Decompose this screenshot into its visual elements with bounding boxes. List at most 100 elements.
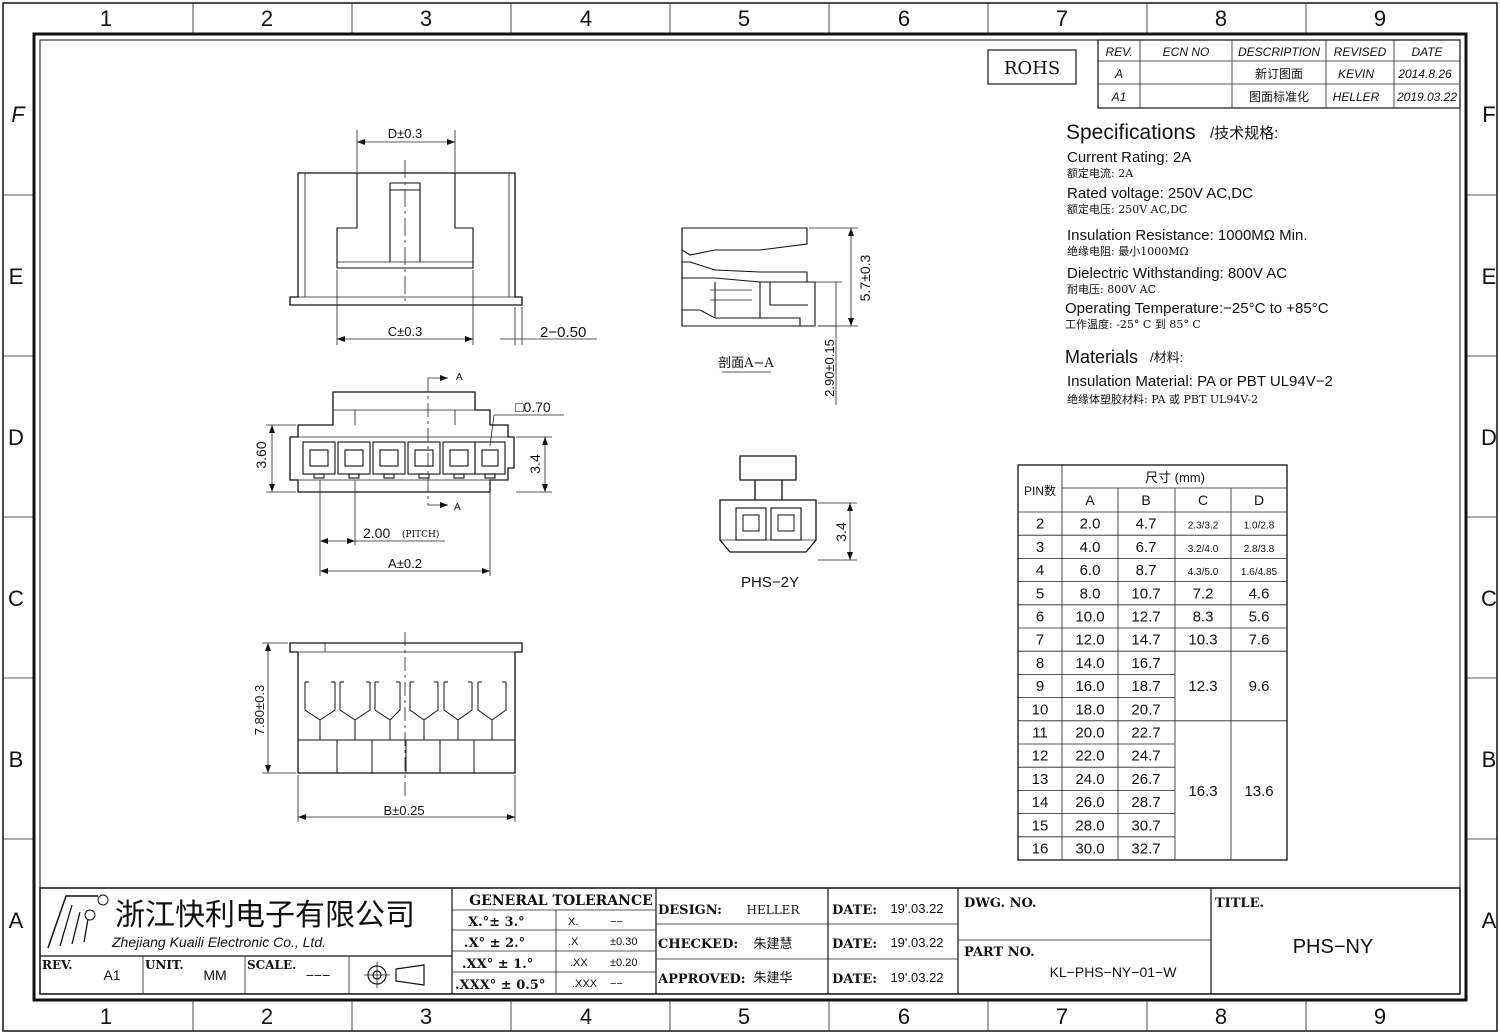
section-label: 剖面A−A bbox=[718, 356, 774, 371]
table-cell: 24.0 bbox=[1075, 771, 1104, 788]
table-cell: 8.3 bbox=[1193, 609, 1214, 626]
col-label: 5 bbox=[738, 6, 750, 31]
date-value: 19'.03.22 bbox=[890, 935, 943, 950]
date-value: 19'.03.22 bbox=[890, 970, 943, 985]
table-pin-cell: 9 bbox=[1036, 678, 1044, 695]
table-pin-cell: 6 bbox=[1036, 609, 1044, 626]
spec-en: Dielectric Withstanding: 800V AC bbox=[1067, 265, 1287, 282]
table-cell: 2.8/3.8 bbox=[1244, 544, 1275, 555]
tolerance-title: GENERAL TOLERANCE bbox=[469, 893, 653, 909]
materials-title: Materials bbox=[1065, 347, 1138, 367]
table-cell: 26.7 bbox=[1131, 771, 1160, 788]
table-cell: 8.0 bbox=[1080, 585, 1101, 602]
company-name-en: Zhejiang Kuaili Electronic Co., Ltd. bbox=[111, 934, 326, 950]
table-cell: 2.0 bbox=[1080, 516, 1101, 533]
tol-angle: .XX° ± 1.° bbox=[462, 957, 533, 972]
material-cn: 绝缘体塑胶材料: PA 或 PBT UL94V-2 bbox=[1067, 392, 1258, 406]
spec-en: Operating Temperature:−25°C to +85°C bbox=[1065, 300, 1329, 317]
specifications: Specifications /技术规格: Current Rating: 2A… bbox=[1065, 121, 1333, 406]
col-label: 2 bbox=[261, 6, 273, 31]
table-cell: 16.7 bbox=[1131, 655, 1160, 672]
tol-lin: .XXX bbox=[572, 978, 598, 990]
dwg-label: DWG. NO. bbox=[964, 896, 1037, 911]
rohs-box bbox=[987, 49, 1077, 85]
dim-b: B±0.25 bbox=[383, 803, 424, 818]
inner-frame bbox=[32, 32, 1468, 1002]
table-pin-cell: 2 bbox=[1036, 516, 1044, 533]
rev-header: REVISED bbox=[1334, 45, 1387, 59]
row-label: E bbox=[9, 264, 24, 289]
date-label: DATE: bbox=[832, 903, 877, 918]
bottom-view: 7.80±0.3 B±0.25 bbox=[252, 632, 523, 822]
title-label: TITLE. bbox=[1215, 896, 1264, 911]
revision-table: REV. ECN NO DESCRIPTION REVISED DATE A 新… bbox=[1097, 39, 1461, 109]
table-cell: 16.0 bbox=[1075, 678, 1104, 695]
table-pin-header: PIN数 bbox=[1024, 483, 1056, 498]
rev-cell: A1 bbox=[1111, 90, 1127, 104]
table-cell: 28.7 bbox=[1131, 794, 1160, 811]
col-label: 4 bbox=[580, 6, 592, 31]
company-logo bbox=[47, 894, 109, 949]
col-label: 3 bbox=[420, 1004, 432, 1029]
phs-2y-label: PHS−2Y bbox=[741, 574, 799, 591]
rev-cell: 2014.8.26 bbox=[1397, 67, 1452, 81]
tol-angle: .XXX° ± 0.5° bbox=[455, 978, 545, 993]
rohs-label: ROHS bbox=[1004, 58, 1060, 79]
part-number: KL−PHS−NY−01−W bbox=[1050, 964, 1178, 980]
rev-header: ECN NO bbox=[1163, 45, 1210, 59]
table-cell: 8.7 bbox=[1136, 562, 1157, 579]
row-label: D bbox=[8, 425, 24, 450]
scale-value: −−− bbox=[306, 967, 331, 983]
tol-val: −− bbox=[610, 978, 623, 990]
tol-lin: X. bbox=[568, 916, 578, 928]
materials-title-cn: /材料: bbox=[1150, 350, 1183, 365]
table-cell: 20.7 bbox=[1131, 701, 1160, 718]
table-cell: 6.7 bbox=[1136, 539, 1157, 556]
table-cell: 12.7 bbox=[1131, 609, 1160, 626]
table-pin-cell: 4 bbox=[1036, 562, 1044, 579]
col-label: 8 bbox=[1215, 1004, 1227, 1029]
col-label: 6 bbox=[898, 1004, 910, 1029]
table-size-header: 尺寸 (mm) bbox=[1145, 470, 1205, 485]
row-label: A bbox=[9, 908, 24, 933]
tol-val: −− bbox=[610, 916, 623, 928]
dim-a: A±0.2 bbox=[388, 556, 422, 571]
tol-angle: X.°± 3.° bbox=[468, 915, 525, 930]
tol-val: ±0.30 bbox=[610, 936, 637, 948]
table-cell: 24.7 bbox=[1131, 748, 1160, 765]
table-cell: 18.7 bbox=[1131, 678, 1160, 695]
col-label: 1 bbox=[100, 6, 112, 31]
col-label: 3 bbox=[420, 6, 432, 31]
table-pin-cell: 14 bbox=[1032, 794, 1049, 811]
design-value: HELLER bbox=[747, 903, 801, 917]
tol-val: ±0.20 bbox=[610, 957, 637, 969]
table-cell: 2.3/3.2 bbox=[1188, 521, 1219, 532]
front-view: A A 3.60 3.4 □0.70 2.00 (PITCH) A±0.2 bbox=[253, 372, 564, 576]
spec-cn: 绝缘电阻: 最小1000MΩ bbox=[1067, 244, 1189, 258]
dim-57: 5.7±0.3 bbox=[857, 254, 873, 301]
table-col-header: D bbox=[1254, 492, 1264, 508]
spec-en: Rated voltage: 250V AC,DC bbox=[1067, 185, 1253, 202]
drawing-border bbox=[39, 39, 1461, 995]
pin-cavities bbox=[302, 441, 506, 479]
col-label: 2 bbox=[261, 1004, 273, 1029]
table-cell: 20.0 bbox=[1075, 725, 1104, 742]
spec-en: Current Rating: 2A bbox=[1067, 149, 1191, 166]
specs-title-cn: /技术规格: bbox=[1210, 125, 1278, 142]
approved-value: 朱建华 bbox=[753, 971, 792, 986]
rev-cell: KEVIN bbox=[1338, 67, 1374, 81]
rev-cell: 新订图面 bbox=[1255, 66, 1303, 81]
date-label: DATE: bbox=[832, 937, 877, 952]
row-label: B bbox=[9, 747, 24, 772]
table-cell: 14.0 bbox=[1075, 655, 1104, 672]
col-label: 1 bbox=[100, 1004, 112, 1029]
table-cell: 28.0 bbox=[1075, 817, 1104, 834]
table-pin-cell: 3 bbox=[1036, 539, 1044, 556]
table-cell: 12.0 bbox=[1075, 632, 1104, 649]
projection-symbol-icon bbox=[364, 962, 425, 988]
material-en: Insulation Material: PA or PBT UL94V−2 bbox=[1067, 373, 1333, 390]
merged-c: 16.3 bbox=[1188, 783, 1217, 800]
rev-header: REV. bbox=[1105, 45, 1132, 59]
